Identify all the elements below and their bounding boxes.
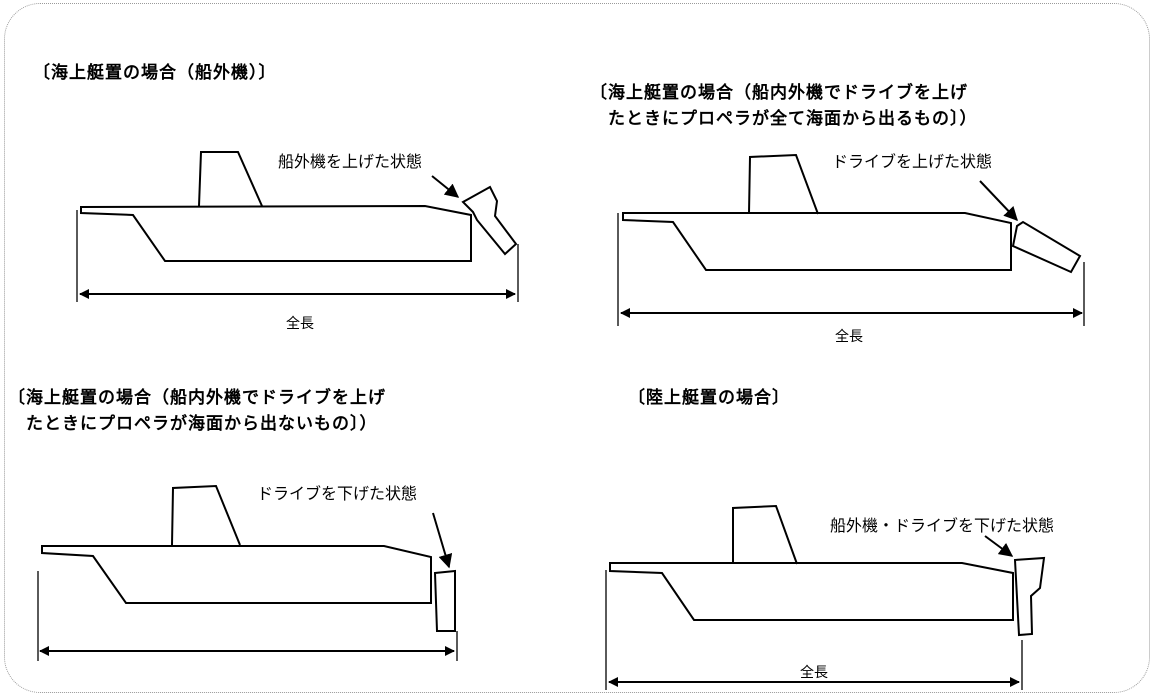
panel-4-boat xyxy=(605,504,1046,690)
panel-2-hull xyxy=(622,212,1012,271)
panel-4-hull xyxy=(609,562,1014,621)
panel-1-length-label: 全長 xyxy=(286,316,314,332)
panel-3-boat xyxy=(37,484,458,661)
panel-3-cabin xyxy=(171,484,241,546)
panel-2-drive xyxy=(1011,220,1082,274)
panel-3-annotation: ドライブを下げた状態 xyxy=(257,484,418,503)
panel-1-cabin xyxy=(198,151,263,207)
panel-4-pointer-arrow xyxy=(984,535,1014,557)
panel-1-outboard-motor xyxy=(461,185,518,256)
panel-3-hull xyxy=(41,545,432,604)
panel-2-annotation: ドライブを上げた状態 xyxy=(832,152,993,171)
panel-4-caption: 〔陸上艇置の場合〕 xyxy=(628,388,790,408)
panel-1-hull xyxy=(80,204,472,262)
panel-2-pointer-arrow xyxy=(979,180,1018,222)
panel-1-annotation: 船外機を上げた状態 xyxy=(278,152,423,171)
panel-4-annotation: 船外機・ドライブを下げた状態 xyxy=(830,516,1055,535)
panel-2-length-label: 全長 xyxy=(835,329,863,345)
panel-2-boat xyxy=(617,153,1085,326)
panel-2-caption: 〔海上艇置の場合（船内外機でドライブを上げ たときにプロペラが全て海面から出るも… xyxy=(590,83,978,129)
panel-4-cabin xyxy=(732,504,798,565)
panel-4-drive xyxy=(1013,556,1046,637)
panel-2-cabin xyxy=(748,153,819,215)
panel-3-drive xyxy=(433,569,456,632)
panel-3-pointer-arrow xyxy=(432,512,453,569)
panel-1-boat xyxy=(76,151,519,302)
panel-1-caption: 〔海上艇置の場合（船外機）〕 xyxy=(33,63,277,83)
panel-1-pointer-arrow xyxy=(431,175,460,198)
panel-3-caption: 〔海上艇置の場合（船内外機でドライブを上げ たときにプロペラが海面から出ないもの… xyxy=(8,388,386,434)
diagram-frame xyxy=(4,3,1150,693)
panel-4-length-label: 全長 xyxy=(800,665,828,681)
